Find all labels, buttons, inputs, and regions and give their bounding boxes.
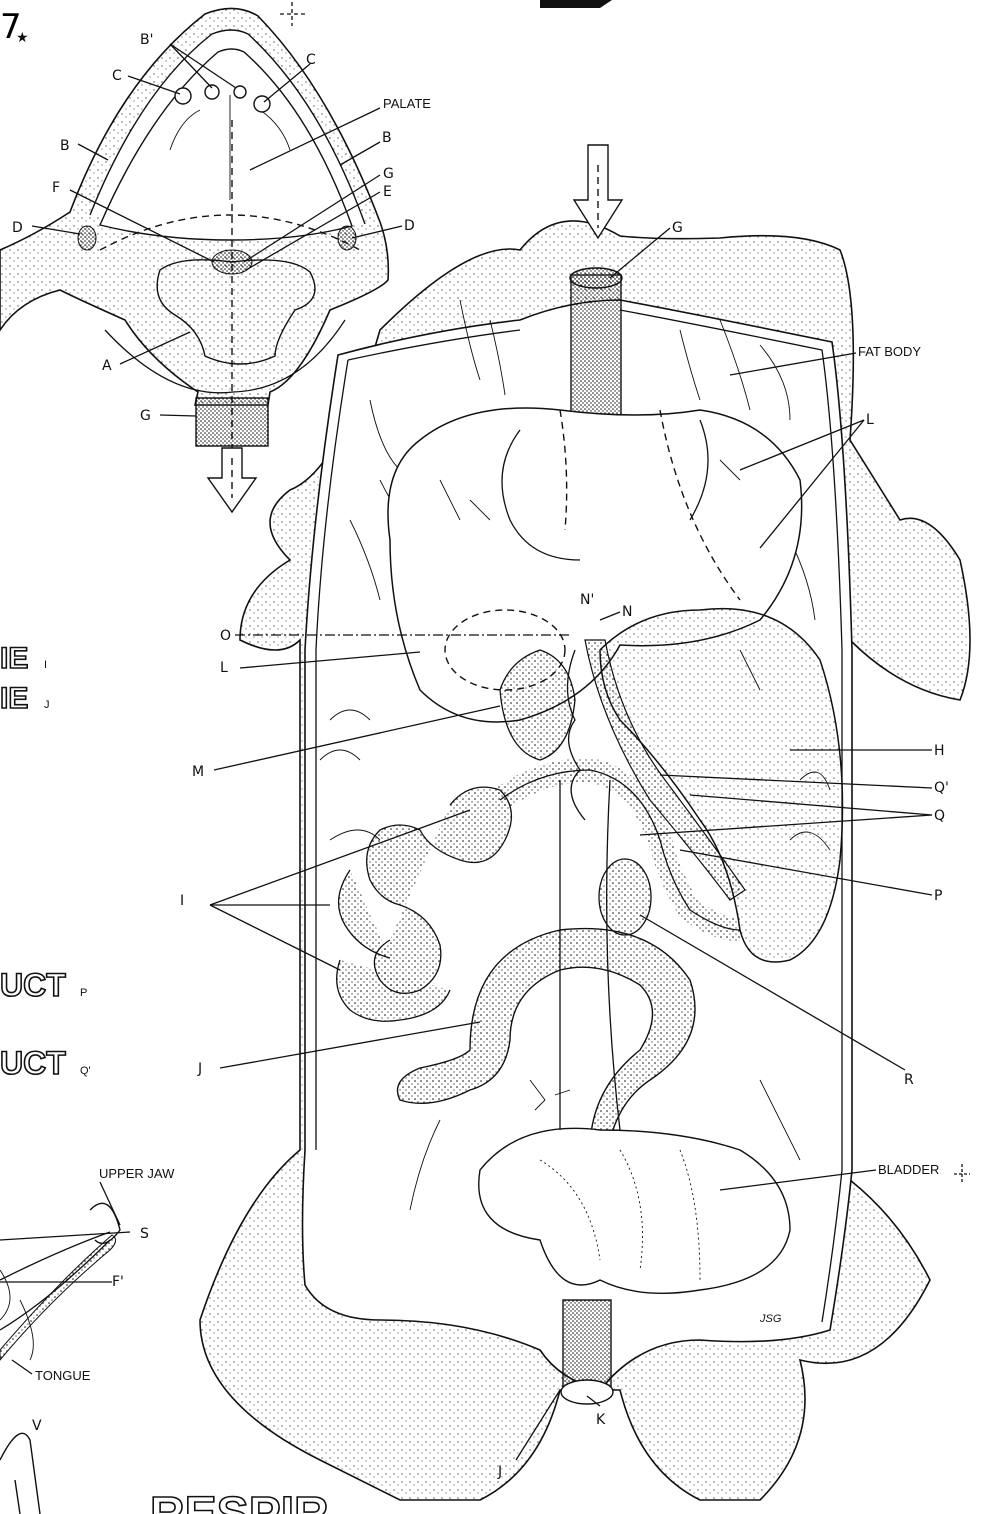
fragment-p: UCT <box>0 967 66 1003</box>
label-palate: PALATE <box>383 96 431 111</box>
label-l-left: L <box>220 660 228 676</box>
label-d-right: D <box>404 218 415 234</box>
fragment-respir: RESPIR <box>150 1488 329 1514</box>
label-o: O <box>220 628 231 644</box>
label-b-left: B <box>60 138 70 154</box>
label-e: E <box>383 184 392 200</box>
tongue-side <box>0 1235 116 1360</box>
label-f: F <box>52 180 60 196</box>
label-i: I <box>180 893 184 909</box>
label-r: R <box>904 1072 914 1088</box>
label-m: M <box>192 764 204 780</box>
label-k: K <box>596 1412 606 1428</box>
side-view-fragment: UPPER JAW S F' TONGUE V <box>0 1166 175 1514</box>
label-s: S <box>140 1226 149 1242</box>
label-v: V <box>32 1418 42 1434</box>
fragment-i-sub: I <box>44 659 47 671</box>
eustachian-tube-left <box>78 226 96 250</box>
esophagus-tube-body <box>571 275 621 415</box>
internal-naris-left <box>175 88 191 104</box>
label-bladder: BLADDER <box>878 1162 939 1177</box>
label-g-bottom: G <box>140 408 151 424</box>
label-b-right: B <box>382 130 392 146</box>
fragment-i: IE <box>0 642 28 675</box>
label-g-top: G <box>672 220 683 236</box>
label-fat-body: FAT BODY <box>858 344 921 359</box>
label-n-prime: N' <box>580 592 594 608</box>
label-n: N <box>622 604 632 620</box>
fragment-q-sub: Q' <box>80 1065 91 1077</box>
label-h: H <box>934 743 945 759</box>
down-arrow-icon <box>208 448 256 512</box>
top-corner-fragment: 7 ★ <box>0 0 612 47</box>
label-g-right: G <box>383 166 394 182</box>
fragment-q: UCT <box>0 1045 66 1081</box>
label-tongue: TONGUE <box>35 1368 91 1383</box>
artist-signature: JSG <box>759 1313 782 1325</box>
label-p: P <box>934 888 942 904</box>
label-q-prime: Q' <box>934 780 949 796</box>
label-l-top: L <box>866 412 874 428</box>
label-c-right: C <box>306 52 316 68</box>
label-d-left: D <box>12 220 23 236</box>
dissected-body <box>200 145 970 1500</box>
label-c-left: C <box>112 68 122 84</box>
cloaca <box>563 1300 611 1390</box>
label-b-prime: B' <box>140 32 153 48</box>
fragment-j: IE <box>0 682 28 715</box>
label-q: Q <box>934 808 945 824</box>
label-a: A <box>102 358 112 374</box>
jaw-outline <box>0 1232 110 1330</box>
title-fragment-bar <box>540 0 612 8</box>
label-j-bottom: J <box>497 1464 502 1480</box>
label-upper-jaw: UPPER JAW <box>99 1166 175 1181</box>
fragment-p-sub: P <box>80 987 87 999</box>
cloacal-opening <box>561 1380 613 1404</box>
fragment-j-sub: J <box>44 699 50 711</box>
label-j-left: J <box>197 1061 202 1077</box>
label-f-prime: F' <box>112 1274 124 1290</box>
star-icon: ★ <box>16 30 29 46</box>
